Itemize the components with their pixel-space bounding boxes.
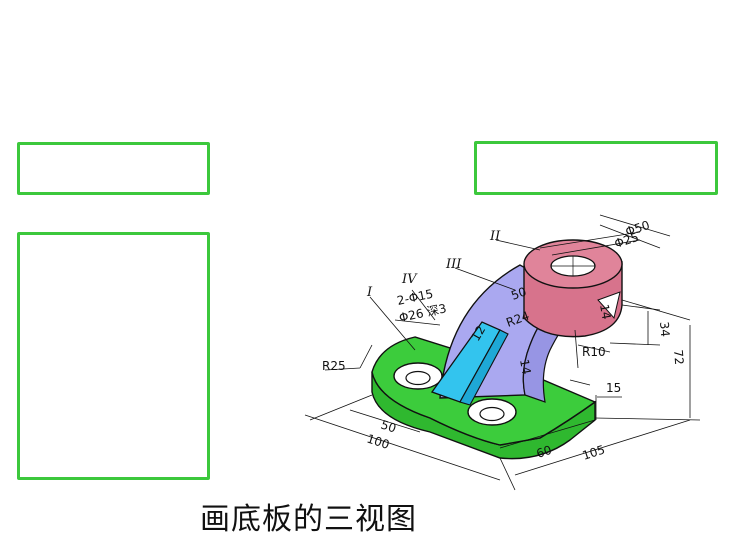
- dim-72: 72: [671, 349, 686, 365]
- answer-box-top-left: [17, 142, 210, 195]
- dim-15: 15: [606, 381, 621, 395]
- part-label-i: I: [366, 285, 373, 300]
- answer-box-top-right: [474, 141, 718, 195]
- support-rib: [430, 321, 509, 406]
- part-label-ii: II: [489, 229, 501, 244]
- dim-r10: R10: [582, 345, 606, 359]
- dim-12: 12: [468, 323, 488, 343]
- dim-14-top: 14: [597, 303, 613, 320]
- dim-phi25: Φ25: [613, 230, 641, 251]
- dim-r25: R25: [322, 359, 346, 373]
- caption-draw-base-plate-three-views: 画底板的三视图: [200, 502, 417, 537]
- answer-box-bottom-left: [17, 232, 210, 480]
- dim-60: 60: [535, 443, 554, 461]
- dim-105: 105: [581, 442, 607, 462]
- part-label-iii: III: [445, 257, 462, 272]
- dimension-lines: [304, 214, 701, 491]
- part-label-iv: IV: [401, 272, 418, 287]
- dim-14-mid: 14: [517, 358, 533, 375]
- top-cylinder: [523, 239, 623, 338]
- dim-34: 34: [657, 321, 672, 337]
- dim-100: 100: [365, 432, 391, 452]
- dim-50-arc: 50: [509, 284, 528, 302]
- dim-50-base: 50: [379, 418, 398, 436]
